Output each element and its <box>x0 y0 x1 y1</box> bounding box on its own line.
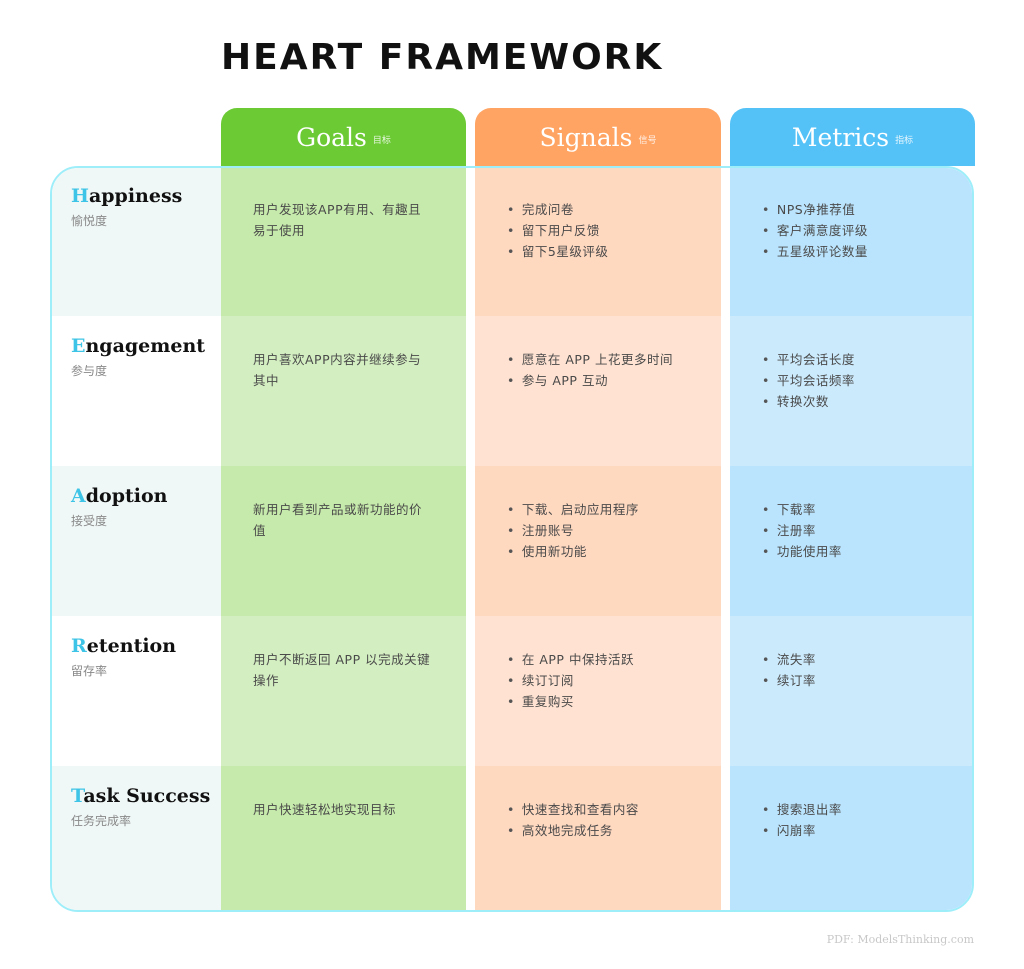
signal-item: 高效地完成任务 <box>507 820 721 841</box>
metric-item: 功能使用率 <box>762 541 972 562</box>
row-title: doption <box>85 485 168 507</box>
row-subtitle: 留存率 <box>71 664 108 678</box>
metrics-header-sub: 指标 <box>895 135 914 146</box>
row-initial: A <box>71 485 86 507</box>
row-label-happiness: Happiness 愉悦度 <box>52 168 222 316</box>
signal-item: 使用新功能 <box>507 541 721 562</box>
signal-item: 完成问卷 <box>507 199 721 220</box>
metric-item: 平均会话长度 <box>762 349 972 370</box>
row-label-retention: Retention 留存率 <box>52 616 222 766</box>
credit-text: PDF: ModelsThinking.com <box>826 933 974 946</box>
metric-item: 客户满意度评级 <box>762 220 972 241</box>
row-label-engagement: Engagement 参与度 <box>52 316 222 466</box>
signal-item: 留下5星级评级 <box>507 241 721 262</box>
signal-cell-happiness: 完成问卷留下用户反馈留下5星级评级 <box>475 168 721 316</box>
signals-header: Signals 信号 <box>475 108 721 166</box>
row-subtitle: 参与度 <box>71 364 108 378</box>
signal-item: 愿意在 APP 上花更多时间 <box>507 349 721 370</box>
metric-item: 平均会话频率 <box>762 370 972 391</box>
goal-text: 用户不断返回 APP 以完成关键操作 <box>253 652 431 688</box>
goal-cell-engagement: 用户喜欢APP内容并继续参与其中 <box>221 316 466 466</box>
row-title: ngagement <box>85 335 206 357</box>
signals-column: 完成问卷留下用户反馈留下5星级评级 愿意在 APP 上花更多时间参与 APP 互… <box>475 168 721 910</box>
goals-header-label: Goals <box>296 122 367 152</box>
metric-cell-adoption: 下载率注册率功能使用率 <box>730 466 972 616</box>
row-title: ask Success <box>83 785 211 807</box>
signal-cell-engagement: 愿意在 APP 上花更多时间参与 APP 互动 <box>475 316 721 466</box>
metric-cell-task-success: 搜索退出率闪崩率 <box>730 766 972 910</box>
goal-cell-retention: 用户不断返回 APP 以完成关键操作 <box>221 616 466 766</box>
row-label-task-success: Task Success 任务完成率 <box>52 766 222 910</box>
signals-header-sub: 信号 <box>638 135 657 146</box>
framework-table: Happiness 愉悦度 Engagement 参与度 Adoption 接受… <box>50 166 974 912</box>
signal-cell-adoption: 下载、启动应用程序注册账号使用新功能 <box>475 466 721 616</box>
metrics-header-label: Metrics <box>791 122 890 152</box>
metric-cell-happiness: NPS净推荐值客户满意度评级五星级评论数量 <box>730 168 972 316</box>
page-title: HEART FRAMEWORK <box>221 37 664 78</box>
goal-text: 用户喜欢APP内容并继续参与其中 <box>253 352 422 388</box>
signal-item: 重复购买 <box>507 691 721 712</box>
metric-item: 续订率 <box>762 670 972 691</box>
signal-item: 留下用户反馈 <box>507 220 721 241</box>
signal-item: 在 APP 中保持活跃 <box>507 649 721 670</box>
row-title: etention <box>86 635 177 657</box>
row-title: appiness <box>88 185 183 207</box>
goal-text: 用户发现该APP有用、有趣且易于使用 <box>253 202 422 238</box>
row-initial: T <box>71 785 84 807</box>
goal-text: 新用户看到产品或新功能的价值 <box>253 502 423 538</box>
metric-item: 搜索退出率 <box>762 799 972 820</box>
metrics-header: Metrics 指标 <box>730 108 975 166</box>
metric-item: NPS净推荐值 <box>762 199 972 220</box>
signal-item: 参与 APP 互动 <box>507 370 721 391</box>
signals-header-label: Signals <box>539 122 633 152</box>
metric-item: 下载率 <box>762 499 972 520</box>
row-initial: E <box>71 335 86 357</box>
metric-item: 转换次数 <box>762 391 972 412</box>
goal-text: 用户快速轻松地实现目标 <box>253 802 397 817</box>
goal-cell-happiness: 用户发现该APP有用、有趣且易于使用 <box>221 168 466 316</box>
goal-cell-adoption: 新用户看到产品或新功能的价值 <box>221 466 466 616</box>
metric-item: 五星级评论数量 <box>762 241 972 262</box>
signal-item: 快速查找和查看内容 <box>507 799 721 820</box>
goal-cell-task-success: 用户快速轻松地实现目标 <box>221 766 466 910</box>
metrics-column: NPS净推荐值客户满意度评级五星级评论数量 平均会话长度平均会话频率转换次数 下… <box>730 168 972 910</box>
metric-item: 注册率 <box>762 520 972 541</box>
signal-item: 续订订阅 <box>507 670 721 691</box>
metric-cell-engagement: 平均会话长度平均会话频率转换次数 <box>730 316 972 466</box>
signal-cell-retention: 在 APP 中保持活跃续订订阅重复购买 <box>475 616 721 766</box>
signal-cell-task-success: 快速查找和查看内容高效地完成任务 <box>475 766 721 910</box>
goals-column: 用户发现该APP有用、有趣且易于使用 用户喜欢APP内容并继续参与其中 新用户看… <box>221 168 466 910</box>
row-initial: R <box>71 635 87 657</box>
metric-item: 流失率 <box>762 649 972 670</box>
metric-item: 闪崩率 <box>762 820 972 841</box>
row-label-adoption: Adoption 接受度 <box>52 466 222 616</box>
row-initial: H <box>71 185 89 207</box>
goals-header-sub: 目标 <box>372 135 391 146</box>
row-subtitle: 接受度 <box>71 514 108 528</box>
row-subtitle: 愉悦度 <box>71 214 108 228</box>
metric-cell-retention: 流失率续订率 <box>730 616 972 766</box>
row-subtitle: 任务完成率 <box>71 814 132 828</box>
goals-header: Goals 目标 <box>221 108 466 166</box>
signal-item: 注册账号 <box>507 520 721 541</box>
signal-item: 下载、启动应用程序 <box>507 499 721 520</box>
